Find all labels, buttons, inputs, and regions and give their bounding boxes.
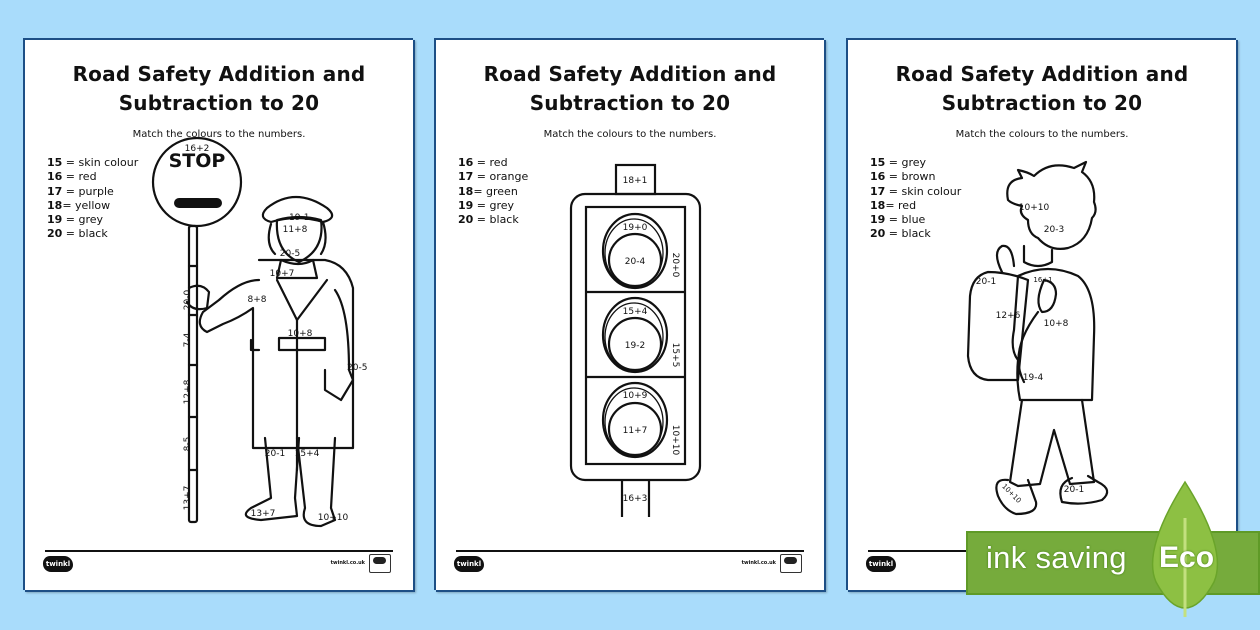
sign-text: STOP [169,150,226,172]
label: 15+4 [623,307,648,317]
footer-site: twinkl.co.uk [741,560,776,566]
title-line-1: Road Safety Addition and [483,62,777,86]
label: 10+7 [270,269,295,279]
label: 7-4 [183,332,193,347]
key-row: 17 = skin colour [870,184,962,198]
eco-label: Eco [1159,541,1215,574]
label: 20-1 [976,277,996,287]
footer-divider [456,550,804,552]
key-row: 17 = purple [47,184,114,198]
colour-key: 16 = red 17 = orange 18= green 19 = grey… [458,156,528,227]
title-line-2: Subtraction to 20 [529,91,731,115]
key-row: 19 = blue [870,213,926,227]
worksheet-page-schoolboy[interactable]: Road Safety Addition and Subtraction to … [846,38,1236,590]
worksheet-page-lollipop[interactable]: Road Safety Addition and Subtraction to … [23,38,413,590]
label: 10+10 [318,513,349,523]
key-row: 19 = grey [47,213,104,227]
label: 16+1 [1033,276,1052,284]
label: 10+9 [623,391,648,401]
lollipop-lady-illustration: STOP 16+2 19-1 11+8 20-5 10+7 8+8 10+8 2… [151,136,367,528]
label: 15+5 [670,343,680,368]
label: 11+7 [623,426,648,436]
label: 19-4 [1023,373,1044,383]
label: 16+2 [185,144,210,154]
key-row: 20 = black [458,213,519,227]
label: 15+4 [295,449,320,459]
label: 20-4 [625,257,646,267]
title-line-2: Subtraction to 20 [118,91,320,115]
footer-divider [45,550,393,552]
label: 19-2 [625,341,645,351]
label: 10+8 [1044,319,1069,329]
label: 13+7 [183,486,193,511]
key-row: 19 = grey [458,198,515,212]
label: 20-5 [280,249,300,259]
key-row: 18= red [870,198,917,212]
colour-key: 15 = grey 16 = brown 17 = skin colour 18… [870,156,961,242]
title-line-1: Road Safety Addition and [72,62,366,86]
key-row: 18= yellow [47,198,111,212]
label: 10+10 [1019,203,1050,213]
key-row: 15 = skin colour [47,156,139,169]
key-row: 16 = brown [870,170,936,184]
schoolboy-illustration: 10+10 20-3 20-1 16+1 12+6 10+8 19-4 10+1… [966,160,1109,516]
label: 16+3 [623,494,648,504]
eco-leaf-icon [1151,480,1219,617]
label: 19+0 [623,223,648,233]
key-row: 16 = red [458,156,508,169]
twinkl-badge-icon [369,554,391,573]
label: 8+8 [248,295,267,305]
twinkl-badge-icon [780,554,802,573]
twinkl-logo: twinkl [866,556,896,572]
label: 20-3 [1044,225,1064,235]
label: 20-1 [265,449,285,459]
label: 20-0 [183,290,193,311]
key-row: 18= green [458,184,518,198]
key-row: 20 = black [870,227,931,241]
label: 20-1 [1064,485,1084,495]
page-title: Road Safety Addition and Subtraction to … [25,60,413,118]
label: 20+0 [670,253,680,278]
traffic-light-illustration: 18+1 19+0 20-4 20+0 15+4 19-2 15+5 10+9 … [569,163,702,517]
label: 19-1 [289,213,309,223]
worksheet-page-traffic-light[interactable]: Road Safety Addition and Subtraction to … [434,38,824,590]
label: 8-5 [183,437,193,452]
ink-saving-text: ink saving [986,540,1127,575]
instruction-text: Match the colours to the numbers. [132,129,306,140]
label: 12+8 [183,379,193,404]
footer-site: twinkl.co.uk [330,560,365,566]
twinkl-logo: twinkl [43,556,73,572]
key-row: 20 = black [47,227,108,241]
colour-key: 15 = skin colour 16 = red 17 = purple 18… [47,156,138,242]
label: 18+1 [623,176,648,186]
instruction-text: Match the colours to the numbers. [543,129,717,140]
label: 10+10 [670,425,680,456]
page-title: Road Safety Addition and Subtraction to … [436,60,824,118]
label: 12+6 [996,311,1021,321]
label: 13+7 [251,509,276,519]
label: 10+8 [288,329,313,339]
page-title: Road Safety Addition and Subtraction to … [848,60,1236,118]
key-row: 17 = orange [458,170,529,184]
title-line-2: Subtraction to 20 [941,91,1143,115]
instruction-text: Match the colours to the numbers. [955,129,1129,140]
label: 11+8 [283,225,308,235]
label: 20-5 [347,363,367,373]
key-row: 15 = grey [870,156,927,169]
title-line-1: Road Safety Addition and [895,62,1189,86]
key-row: 16 = red [47,170,97,184]
twinkl-logo: twinkl [454,556,484,572]
